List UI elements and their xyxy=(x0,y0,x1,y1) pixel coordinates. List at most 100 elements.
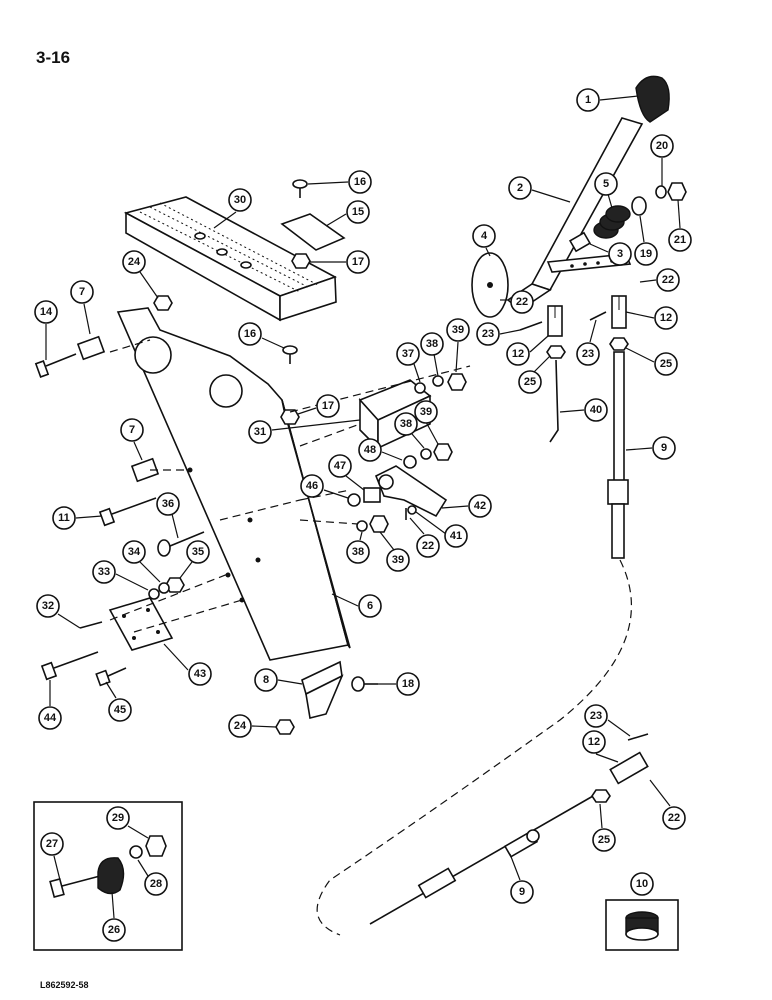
callout-17-upper: 17 xyxy=(346,250,370,274)
part-washer-38-b xyxy=(420,448,432,460)
callout-25-a: 25 xyxy=(518,370,542,394)
callout-23-b: 23 xyxy=(576,342,600,366)
callout-9-lower: 9 xyxy=(510,880,534,904)
callout-5: 5 xyxy=(594,172,618,196)
part-cable-lower xyxy=(369,791,601,925)
part-bracket-8 xyxy=(301,660,344,719)
part-plate-43 xyxy=(108,597,174,651)
reference-code: L862592-58 xyxy=(40,980,89,990)
callout-10: 10 xyxy=(630,872,654,896)
part-knob xyxy=(635,75,670,123)
part-bushing xyxy=(568,231,592,253)
callout-45: 45 xyxy=(108,698,132,722)
part-washer-28 xyxy=(129,845,143,859)
part-washer-19 xyxy=(631,196,647,216)
svg-text:12: 12 xyxy=(660,312,672,324)
callout-40: 40 xyxy=(584,398,608,422)
svg-text:23: 23 xyxy=(590,710,602,722)
svg-text:12: 12 xyxy=(512,348,524,360)
svg-text:16: 16 xyxy=(354,176,366,188)
svg-text:27: 27 xyxy=(46,838,58,850)
part-plate-42 xyxy=(374,465,448,518)
svg-text:23: 23 xyxy=(482,328,494,340)
part-pin-23-b xyxy=(589,311,607,321)
callout-6: 6 xyxy=(358,594,382,618)
callout-38-b: 38 xyxy=(394,412,418,436)
svg-text:46: 46 xyxy=(306,480,318,492)
svg-text:17: 17 xyxy=(322,400,334,412)
svg-text:44: 44 xyxy=(44,712,57,724)
svg-text:18: 18 xyxy=(402,678,414,690)
callout-15: 15 xyxy=(346,200,370,224)
svg-text:12: 12 xyxy=(588,736,600,748)
part-nut-25-c xyxy=(591,789,611,803)
callout-38-a: 38 xyxy=(420,332,444,356)
callout-31: 31 xyxy=(248,420,272,444)
callout-20: 20 xyxy=(650,134,674,158)
svg-text:6: 6 xyxy=(367,600,373,612)
part-nut-39-b xyxy=(433,443,453,461)
callout-39-c: 39 xyxy=(386,548,410,572)
callout-7-upper: 7 xyxy=(70,280,94,304)
page-number: 3-16 xyxy=(36,48,70,67)
svg-text:10: 10 xyxy=(636,878,648,890)
svg-text:41: 41 xyxy=(450,530,462,542)
callout-36: 36 xyxy=(156,492,180,516)
callout-35: 35 xyxy=(186,540,210,564)
svg-text:9: 9 xyxy=(519,886,525,898)
part-washer-37 xyxy=(414,382,426,394)
part-plate-15 xyxy=(280,213,346,251)
svg-text:39: 39 xyxy=(392,554,404,566)
svg-text:22: 22 xyxy=(662,274,674,286)
callout-2: 2 xyxy=(508,176,532,200)
callout-12-c: 12 xyxy=(582,730,606,754)
svg-text:8: 8 xyxy=(263,674,269,686)
callout-22-c: 22 xyxy=(416,534,440,558)
callout-22-a: 22 xyxy=(510,290,534,314)
svg-text:37: 37 xyxy=(402,348,414,360)
svg-text:7: 7 xyxy=(79,286,85,298)
part-clevis-upper-right xyxy=(611,295,627,329)
svg-text:25: 25 xyxy=(660,358,672,370)
part-washer-38-c xyxy=(356,520,368,532)
svg-text:39: 39 xyxy=(420,406,432,418)
callout-47: 47 xyxy=(328,454,352,478)
callout-30: 30 xyxy=(228,188,252,212)
callout-33: 33 xyxy=(92,560,116,584)
part-washer-41 xyxy=(407,505,417,515)
callout-8: 8 xyxy=(254,668,278,692)
svg-text:16: 16 xyxy=(244,328,256,340)
part-pin-23-a xyxy=(519,321,543,331)
svg-text:11: 11 xyxy=(58,512,70,524)
part-bolt-44 xyxy=(40,651,99,681)
svg-text:19: 19 xyxy=(640,248,652,260)
part-screw-16-a xyxy=(292,179,308,198)
callout-41: 41 xyxy=(444,524,468,548)
callout-17-lower: 17 xyxy=(316,394,340,418)
callout-37: 37 xyxy=(396,342,420,366)
svg-text:24: 24 xyxy=(234,720,247,732)
callout-1: 1 xyxy=(576,88,600,112)
part-bolt-11 xyxy=(98,497,157,527)
callout-26: 26 xyxy=(102,918,126,942)
svg-text:20: 20 xyxy=(656,140,668,152)
callout-27: 27 xyxy=(40,832,64,856)
svg-text:43: 43 xyxy=(194,668,206,680)
part-cable-upper xyxy=(316,351,632,936)
svg-text:38: 38 xyxy=(426,338,438,350)
callout-18: 18 xyxy=(396,672,420,696)
part-nut-17-a xyxy=(291,253,311,269)
svg-text:36: 36 xyxy=(162,498,174,510)
svg-text:34: 34 xyxy=(128,546,141,558)
part-nut-24-b xyxy=(275,719,295,735)
part-screw-16-b xyxy=(282,345,298,364)
part-bolt-14 xyxy=(34,353,77,378)
part-nut-29 xyxy=(145,835,167,857)
svg-text:9: 9 xyxy=(661,442,667,454)
part-screw-18 xyxy=(351,676,378,692)
part-spring xyxy=(593,205,631,239)
part-nut-17-b xyxy=(280,409,300,425)
part-nut-39-a xyxy=(447,373,467,391)
callout-16-lower: 16 xyxy=(238,322,262,346)
